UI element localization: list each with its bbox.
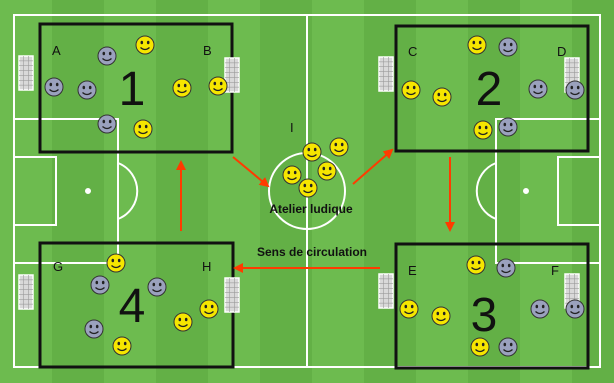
yellow-smiley-icon [106, 253, 126, 273]
yellow-smiley-icon [135, 35, 155, 55]
zone-corner-label: G [53, 259, 63, 274]
center-caption: Atelier ludique [269, 202, 353, 216]
goal-net-icon [224, 277, 240, 313]
arrow-icon [352, 148, 394, 185]
zone-number: 4 [119, 280, 146, 333]
circulation-arrows [176, 148, 455, 273]
gray-smiley-icon [498, 37, 518, 57]
goal-net-icon [18, 55, 34, 91]
gray-smiley-icon [565, 299, 585, 319]
gray-smiley-icon [565, 80, 585, 100]
gray-smiley-icon [528, 79, 548, 99]
gray-smiley-icon [496, 258, 516, 278]
pitch-stripe [52, 0, 104, 383]
arrow-icon [232, 156, 270, 188]
yellow-smiley-icon [282, 165, 302, 185]
yellow-smiley-icon [133, 119, 153, 139]
circulation-caption: Sens de circulation [257, 245, 367, 259]
zone-corner-label: B [203, 43, 212, 58]
zone-border [394, 242, 590, 370]
left-penalty-spot [85, 188, 91, 194]
gray-smiley-icon [97, 46, 117, 66]
yellow-smiley-icon [112, 336, 132, 356]
zones: 1 A B 2 C D 3 E F 4 G H [38, 22, 590, 370]
zone-corner-label: H [202, 259, 211, 274]
gray-smiley-icon [77, 80, 97, 100]
yellow-smiley-icon [431, 306, 451, 326]
right-penalty-arc [475, 162, 497, 220]
gray-smiley-icon [498, 337, 518, 357]
players [44, 35, 585, 357]
yellow-smiley-icon [432, 87, 452, 107]
yellow-smiley-icon [466, 255, 486, 275]
yellow-smiley-icon [298, 178, 318, 198]
gray-smiley-icon [44, 77, 64, 97]
zone-corner-label: D [557, 44, 566, 59]
yellow-smiley-icon [399, 299, 419, 319]
zone-number: 3 [471, 289, 498, 342]
left-penalty-arc [117, 162, 139, 220]
zone-number: 1 [119, 63, 146, 116]
zone-corner-label: C [408, 44, 417, 59]
yellow-smiley-icon [302, 142, 322, 162]
left-goal-area [13, 156, 57, 226]
yellow-smiley-icon [172, 78, 192, 98]
zone-3: 3 E F [394, 242, 590, 370]
right-penalty-spot [523, 188, 529, 194]
yellow-smiley-icon [329, 137, 349, 157]
zone-border [394, 24, 590, 153]
yellow-smiley-icon [173, 312, 193, 332]
pitch-stripes [52, 0, 614, 383]
goal-net-icon [18, 274, 34, 310]
gray-smiley-icon [97, 114, 117, 134]
goal-net-icon [224, 57, 240, 93]
gray-smiley-icon [498, 117, 518, 137]
zone-corner-label: E [408, 263, 417, 278]
goal-net-icon [378, 273, 394, 309]
zone-corner-label: A [52, 43, 61, 58]
zone-number: 2 [476, 63, 503, 116]
gray-smiley-icon [84, 319, 104, 339]
zone-2: 2 C D [394, 24, 590, 153]
center-label: I [290, 120, 294, 135]
yellow-smiley-icon [199, 299, 219, 319]
gray-smiley-icon [530, 299, 550, 319]
zone-1: 1 A B [38, 22, 234, 154]
gray-smiley-icon [90, 275, 110, 295]
zone-corner-label: F [551, 263, 559, 278]
yellow-smiley-icon [208, 76, 228, 96]
gray-smiley-icon [147, 277, 167, 297]
right-goal-area [557, 156, 601, 226]
yellow-smiley-icon [401, 80, 421, 100]
yellow-smiley-icon [317, 161, 337, 181]
yellow-smiley-icon [470, 337, 490, 357]
yellow-smiley-icon [473, 120, 493, 140]
yellow-smiley-icon [467, 35, 487, 55]
goal-net-icon [378, 56, 394, 92]
